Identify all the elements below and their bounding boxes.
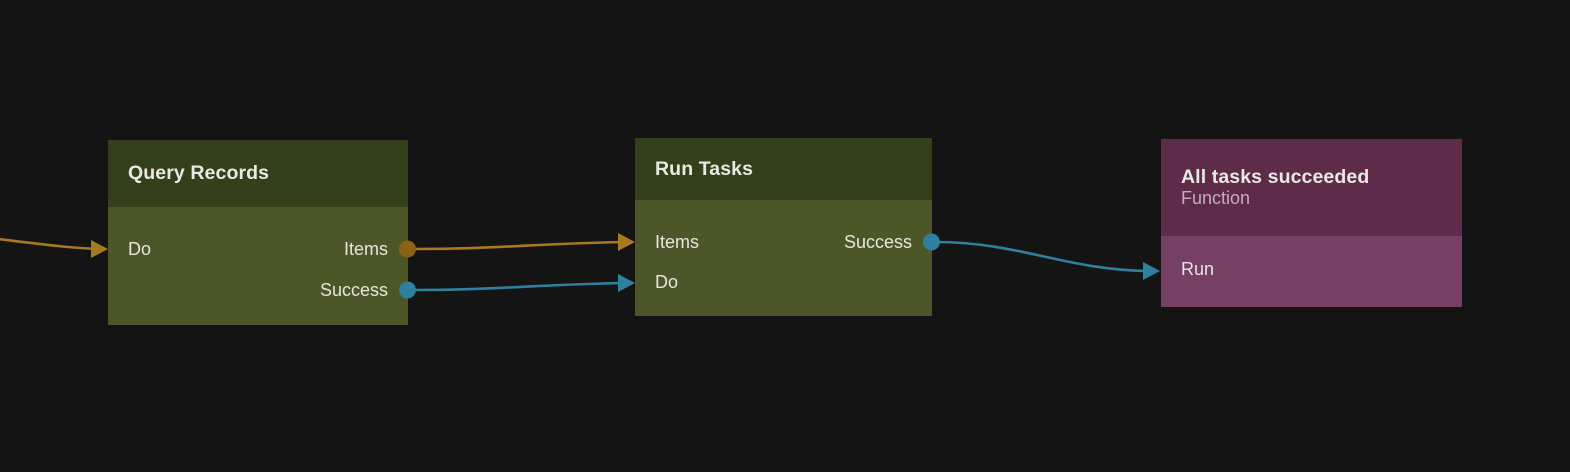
port-label: Success <box>843 232 912 252</box>
port-label: Do <box>655 272 679 292</box>
node-subtitle: Function <box>1181 188 1251 209</box>
node-body: Do Items Success <box>108 207 416 325</box>
port-label: Items <box>343 239 388 259</box>
output-port-knob-items[interactable] <box>399 240 416 258</box>
node-body: Run <box>1161 236 1462 307</box>
output-port-row-success[interactable]: Success <box>635 232 940 252</box>
node-header[interactable]: Query Records <box>108 140 408 207</box>
edge-arrowhead-icon <box>618 274 635 292</box>
connection-edge[interactable] <box>410 240 629 251</box>
port-label: Success <box>319 280 388 300</box>
output-port-knob-success[interactable] <box>399 281 416 299</box>
node-header[interactable]: All tasks succeeded Function <box>1161 139 1462 236</box>
node-header[interactable]: Run Tasks <box>635 138 932 200</box>
output-port-row-items[interactable]: Items <box>108 239 416 259</box>
input-port-row-items[interactable]: Items <box>635 232 932 252</box>
node-body: Items Do Success <box>635 200 940 316</box>
input-port-row-do[interactable]: Do <box>635 272 932 292</box>
node-run-tasks[interactable]: Run Tasks Items Do Success <box>635 138 940 316</box>
input-port-row-do[interactable]: Do <box>108 239 408 259</box>
node-title: Query Records <box>128 162 270 185</box>
node-title: All tasks succeeded <box>1181 165 1370 188</box>
edge-arrowhead-icon <box>618 233 635 251</box>
output-port-row-success[interactable]: Success <box>108 280 416 300</box>
node-all-tasks-succeeded[interactable]: All tasks succeeded Function Run <box>1161 139 1462 307</box>
input-port-row-run[interactable]: Run <box>1161 259 1462 279</box>
port-label: Do <box>128 239 152 259</box>
connection-edge[interactable] <box>934 240 1154 273</box>
edge-arrowhead-icon <box>1143 262 1160 280</box>
connection-edge[interactable] <box>0 237 102 251</box>
edge-arrowhead-icon <box>91 240 108 258</box>
port-label: Run <box>1181 259 1215 279</box>
node-query-records[interactable]: Query Records Do Items Success <box>108 140 416 325</box>
output-port-knob-success[interactable] <box>923 233 940 251</box>
node-title: Run Tasks <box>655 157 754 180</box>
port-label: Items <box>655 232 700 252</box>
connection-edge[interactable] <box>410 281 629 292</box>
